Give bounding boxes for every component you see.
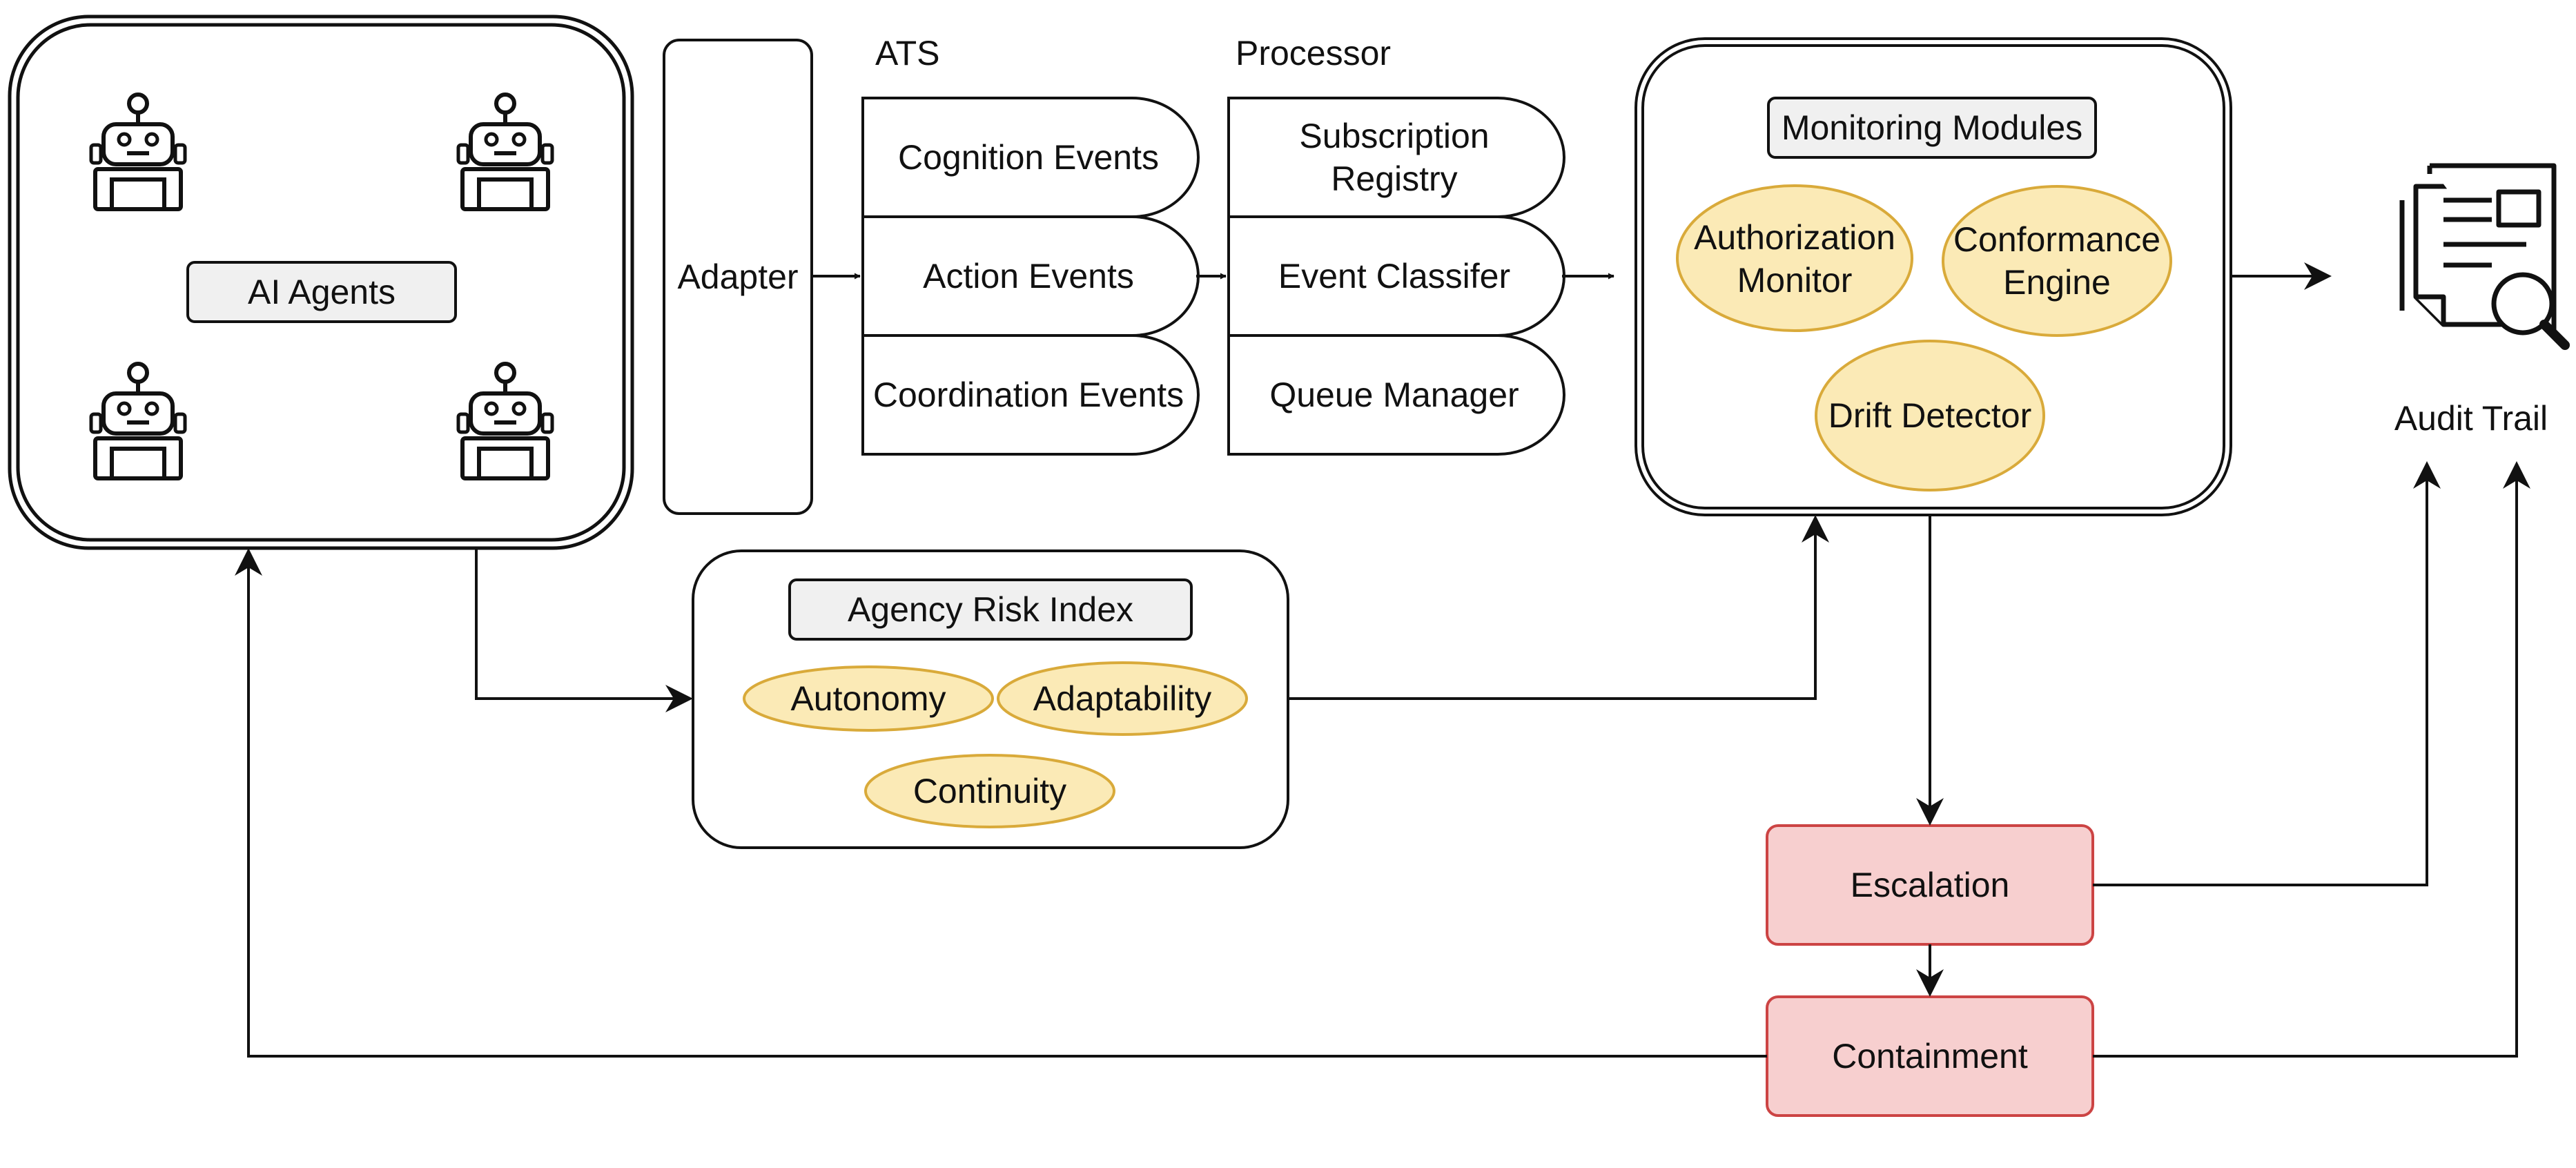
conformance-engine-label: Conformance Engine [1953,220,2161,302]
ats-heading: ATS [875,34,940,72]
agency-risk-index-title: Agency Risk Index [847,590,1134,629]
queue-manager-label: Queue Manager [1269,375,1519,414]
cognition-events-label: Cognition Events [897,137,1159,177]
processor-stack [1227,97,1565,456]
continuity-label: Continuity [913,771,1067,810]
adapter-label: Adapter [677,257,799,296]
subscription-registry-label: Subscription Registry [1299,116,1490,199]
ats-stack [861,97,1200,456]
containment-label: Containment [1832,1036,2028,1075]
adaptability-label: Adaptability [1033,679,1212,718]
ai-agents-title: AI Agents [247,272,396,311]
coordination-events-label: Coordination Events [872,375,1184,414]
audit-trail-label: Audit Trail [2394,398,2548,438]
audit-document-search-icon [2399,163,2570,350]
escalation-label: Escalation [1850,865,2010,904]
ai-agents-tag [186,261,457,323]
authorization-monitor-label: Authorization Monitor [1694,217,1895,300]
drift-detector-label: Drift Detector [1828,396,2032,435]
processor-heading: Processor [1236,34,1392,72]
monitoring-modules-title: Monitoring Modules [1781,108,2083,147]
ai-agents-container [8,14,634,550]
monitoring-container [1635,37,2232,516]
connectors [235,262,2530,1058]
action-events-label: Action Events [923,256,1134,295]
autonomy-label: Autonomy [790,679,946,718]
event-classifier-label: Event Classifer [1278,256,1511,295]
